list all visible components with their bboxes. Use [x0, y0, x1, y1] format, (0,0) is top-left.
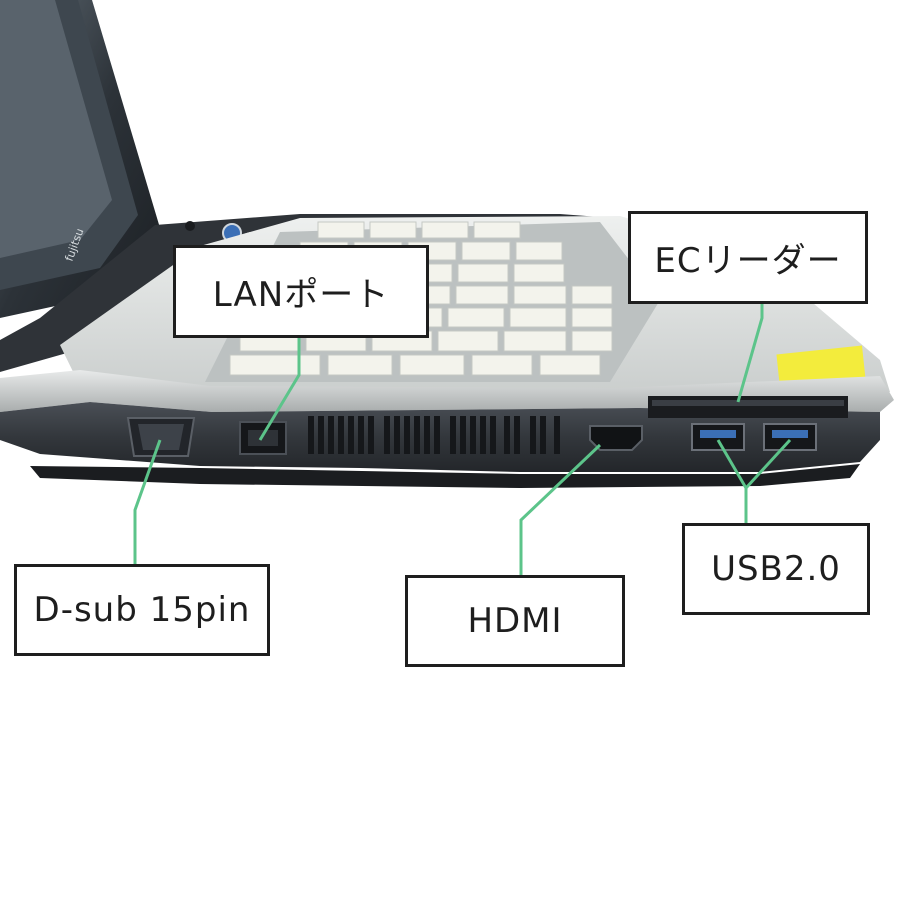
- callout-ec-reader-label: ECリーダー: [654, 241, 842, 281]
- callout-hdmi-label: HDMI: [467, 601, 563, 641]
- leader-hdmi: [519, 443, 602, 575]
- screen-lid: fujitsu: [0, 0, 160, 318]
- hdmi-port-icon: [589, 425, 643, 451]
- lan-port-icon: [239, 421, 287, 455]
- leader-lines: [133, 304, 792, 575]
- callout-usb-label: USB2.0: [711, 549, 841, 589]
- leader-usb-2: [744, 438, 792, 490]
- callout-ec-reader: ECリーダー: [628, 211, 868, 304]
- card-slot-icon: [648, 396, 848, 418]
- callout-lan: LANポート: [173, 245, 429, 338]
- callout-lan-label: LANポート: [212, 275, 390, 315]
- callout-usb: USB2.0: [682, 523, 870, 615]
- vent-grille-icon: [308, 416, 560, 454]
- callout-hdmi: HDMI: [405, 575, 625, 667]
- callout-dsub: D-sub 15pin: [14, 564, 270, 656]
- leader-dsub: [133, 439, 162, 564]
- leader-ec: [736, 304, 764, 403]
- usb-port-icon: [691, 423, 817, 451]
- sticker: [776, 345, 866, 389]
- callout-dsub-label: D-sub 15pin: [33, 590, 251, 630]
- vga-port-icon: [126, 417, 196, 457]
- leader-lan: [258, 338, 301, 441]
